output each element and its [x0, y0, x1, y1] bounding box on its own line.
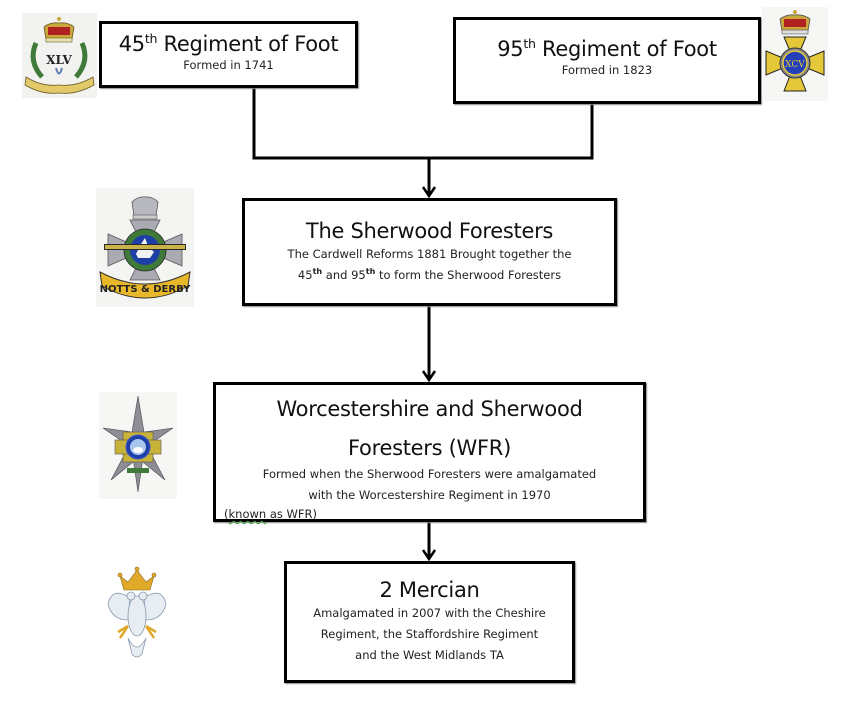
arrowhead-icon: [421, 186, 437, 199]
node-subtitle-line: The Cardwell Reforms 1881 Brought togeth…: [287, 247, 572, 261]
mercian-eagle-badge-icon: [107, 566, 167, 658]
node-subtitle-line: Formed when the Sherwood Foresters were …: [262, 467, 597, 481]
node-subtitle: Formed in 1823: [561, 63, 653, 77]
node-title: 2 Mercian: [379, 578, 480, 602]
svg-text:XCV: XCV: [785, 60, 805, 70]
node-95th-regiment: 95th Regiment of Foot Formed in 1823: [453, 17, 761, 104]
node-title: The Sherwood Foresters: [305, 219, 554, 243]
xcv-star-badge-icon: XCV: [762, 7, 828, 101]
node-subtitle-line: with the Worcestershire Regiment in 1970: [308, 488, 551, 502]
node-sherwood-foresters: The Sherwood Foresters The Cardwell Refo…: [242, 198, 617, 306]
node-subtitle-line: and the West Midlands TA: [355, 648, 504, 662]
svg-text:NOTTS & DERBY: NOTTS & DERBY: [100, 284, 192, 295]
arrowhead-icon: [421, 549, 437, 562]
notts-and-derby-badge-icon: NOTTS & DERBY: [96, 188, 194, 307]
node-note: (known as WFR): [224, 507, 317, 521]
node-title-line: Worcestershire and Sherwood: [276, 397, 583, 421]
node-title: 95th Regiment of Foot: [497, 36, 717, 61]
node-45th-regiment: 45th Regiment of Foot Formed in 1741: [99, 21, 358, 88]
svg-text:XLV: XLV: [46, 53, 72, 67]
node-subtitle-line: Regiment, the Staffordshire Regiment: [320, 627, 539, 641]
node-subtitle-line: 45th and 95th to form the Sherwood Fores…: [297, 267, 562, 282]
node-title: 45th Regiment of Foot: [118, 31, 339, 56]
node-worcestershire-sherwood-foresters: Worcestershire and Sherwood Foresters (W…: [213, 382, 646, 522]
xlv-sherwood-foresters-badge-icon: XLV: [22, 13, 97, 98]
node-subtitle: Formed in 1741: [183, 58, 274, 72]
arrowhead-icon: [421, 370, 437, 383]
spellcheck-word: known: [228, 507, 267, 521]
node-2-mercian: 2 Mercian Amalgamated in 2007 with the C…: [284, 561, 575, 683]
wfr-star-badge-icon: [99, 392, 177, 499]
node-title-line: Foresters (WFR): [348, 436, 511, 460]
node-subtitle-line: Amalgamated in 2007 with the Cheshire: [313, 606, 546, 620]
